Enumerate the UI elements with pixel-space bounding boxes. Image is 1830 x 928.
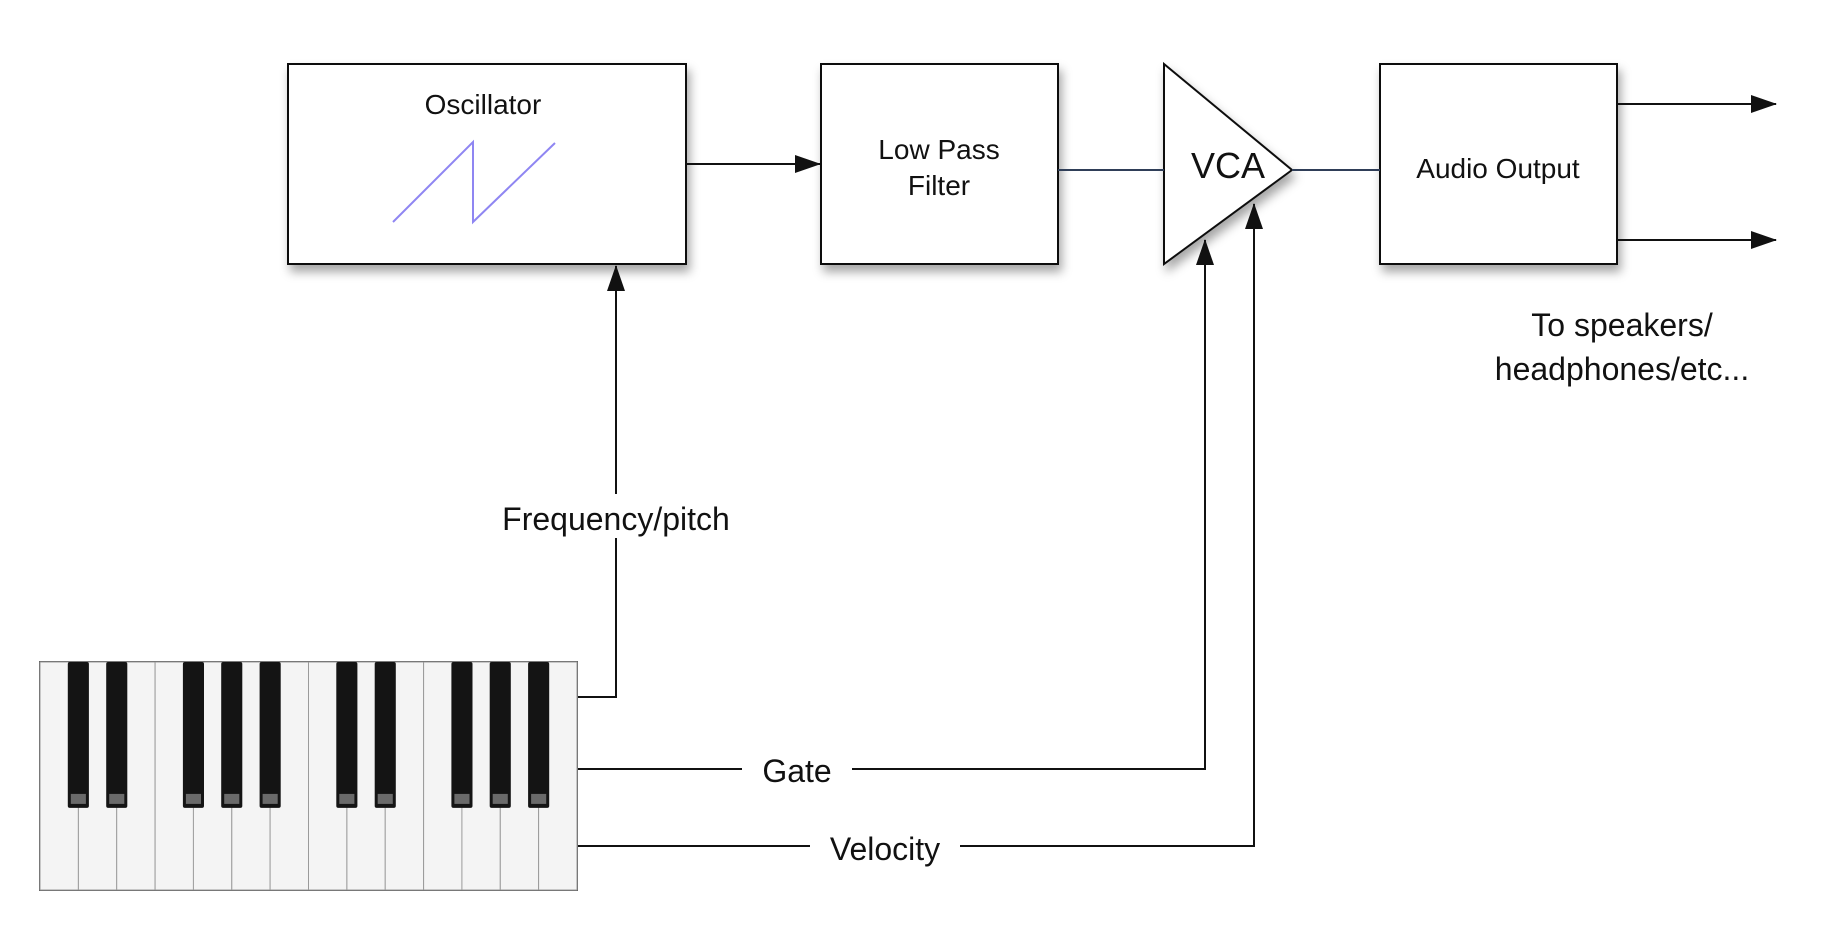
piano-keyboard — [39, 661, 578, 891]
low-pass-filter-block: Low Pass Filter — [820, 63, 1059, 265]
black-key — [528, 662, 550, 808]
filter-label-line1: Low Pass — [878, 134, 999, 165]
black-key — [106, 662, 128, 808]
black-key-highlight — [109, 793, 125, 804]
black-key-highlight — [339, 793, 355, 804]
black-key — [259, 662, 281, 808]
black-key-highlight — [70, 793, 86, 804]
destination-line1: To speakers/ — [1531, 307, 1713, 343]
gate-label: Gate — [762, 753, 831, 789]
black-key-highlight — [377, 793, 393, 804]
velocity-label: Velocity — [830, 831, 940, 867]
sawtooth-wave-icon — [392, 139, 556, 225]
black-key — [182, 662, 204, 808]
oscillator-block: Oscillator — [287, 63, 687, 265]
vca-block: VCA — [1163, 61, 1294, 266]
black-key-highlight — [492, 793, 508, 804]
black-key-highlight — [262, 793, 278, 804]
black-key — [489, 662, 511, 808]
filter-label-line2: Filter — [908, 170, 970, 201]
black-key-highlight — [454, 793, 470, 804]
frequency-pitch-label: Frequency/pitch — [502, 501, 730, 537]
frequency-pitch-connector — [577, 265, 625, 698]
black-key — [451, 662, 473, 808]
black-key — [67, 662, 89, 808]
audio-output-block: Audio Output — [1379, 63, 1618, 265]
vca-label: VCA — [1191, 145, 1265, 186]
black-key — [221, 662, 243, 808]
black-key-highlight — [185, 793, 201, 804]
oscillator-label: Oscillator — [425, 89, 542, 120]
black-key-highlight — [531, 793, 547, 804]
black-key — [374, 662, 396, 808]
destination-line2: headphones/etc... — [1495, 351, 1749, 387]
audio-output-label: Audio Output — [1416, 153, 1580, 184]
black-key — [336, 662, 358, 808]
black-key-highlight — [224, 793, 240, 804]
velocity-connector — [577, 203, 1263, 847]
